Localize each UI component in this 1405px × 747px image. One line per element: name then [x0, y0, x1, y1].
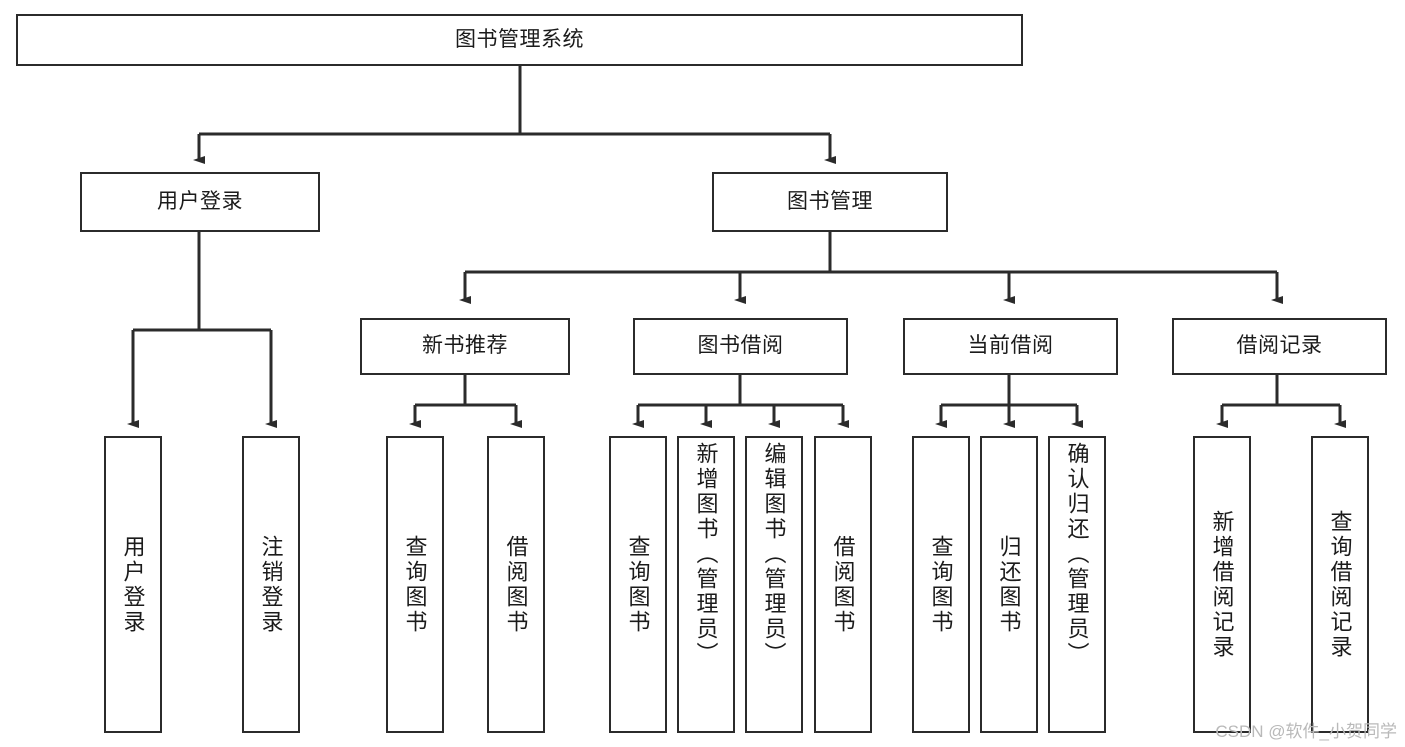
node-label: 借阅图书 — [830, 534, 856, 635]
node-book-management[interactable]: 图书管理 — [712, 172, 948, 232]
leaf-new-book-borrow-book[interactable]: 借阅图书 — [487, 436, 545, 733]
leaf-current-borrow-query-book[interactable]: 查询图书 — [912, 436, 970, 733]
node-label: 图书管理 — [787, 189, 873, 213]
node-label: 确认归还（管理员） — [1064, 442, 1090, 667]
node-label: 图书管理系统 — [455, 27, 584, 51]
leaf-borrow-record-query-record[interactable]: 查询借阅记录 — [1311, 436, 1369, 733]
node-label: 当前借阅 — [967, 334, 1054, 358]
node-label: 注销登录 — [258, 534, 284, 635]
node-borrow-record[interactable]: 借阅记录 — [1172, 318, 1387, 375]
node-root-book-management-system[interactable]: 图书管理系统 — [16, 14, 1023, 66]
leaf-book-borrow-edit-book-admin[interactable]: 编辑图书（管理员） — [745, 436, 803, 733]
leaf-book-borrow-borrow-book[interactable]: 借阅图书 — [814, 436, 872, 733]
leaf-book-borrow-add-book-admin[interactable]: 新增图书（管理员） — [677, 436, 735, 733]
leaf-user-login-login[interactable]: 用户登录 — [104, 436, 162, 733]
node-label: 用户登录 — [120, 534, 146, 635]
node-label: 查询借阅记录 — [1327, 509, 1353, 660]
node-user-login[interactable]: 用户登录 — [80, 172, 320, 232]
node-label: 新书推荐 — [422, 334, 508, 358]
node-book-borrow[interactable]: 图书借阅 — [633, 318, 848, 375]
node-label: 新增借阅记录 — [1209, 509, 1235, 660]
node-label: 新增图书（管理员） — [693, 442, 719, 667]
leaf-borrow-record-add-record[interactable]: 新增借阅记录 — [1193, 436, 1251, 733]
node-label: 用户登录 — [157, 189, 243, 213]
node-label: 归还图书 — [996, 534, 1022, 635]
node-label: 查询图书 — [625, 534, 651, 635]
node-label: 图书借阅 — [697, 334, 784, 358]
node-new-book-recommend[interactable]: 新书推荐 — [360, 318, 570, 375]
node-label: 查询图书 — [402, 534, 428, 635]
node-label: 编辑图书（管理员） — [761, 442, 787, 667]
leaf-user-login-logout[interactable]: 注销登录 — [242, 436, 300, 733]
leaf-new-book-query-book[interactable]: 查询图书 — [386, 436, 444, 733]
watermark-text: CSDN @软件_小贺同学 — [1215, 722, 1397, 741]
node-current-borrow[interactable]: 当前借阅 — [903, 318, 1118, 375]
node-label: 借阅记录 — [1236, 334, 1323, 358]
node-label: 查询图书 — [928, 534, 954, 635]
leaf-book-borrow-query-book[interactable]: 查询图书 — [609, 436, 667, 733]
node-label: 借阅图书 — [503, 534, 529, 635]
leaf-current-borrow-return-book[interactable]: 归还图书 — [980, 436, 1038, 733]
leaf-current-borrow-confirm-return-admin[interactable]: 确认归还（管理员） — [1048, 436, 1106, 733]
